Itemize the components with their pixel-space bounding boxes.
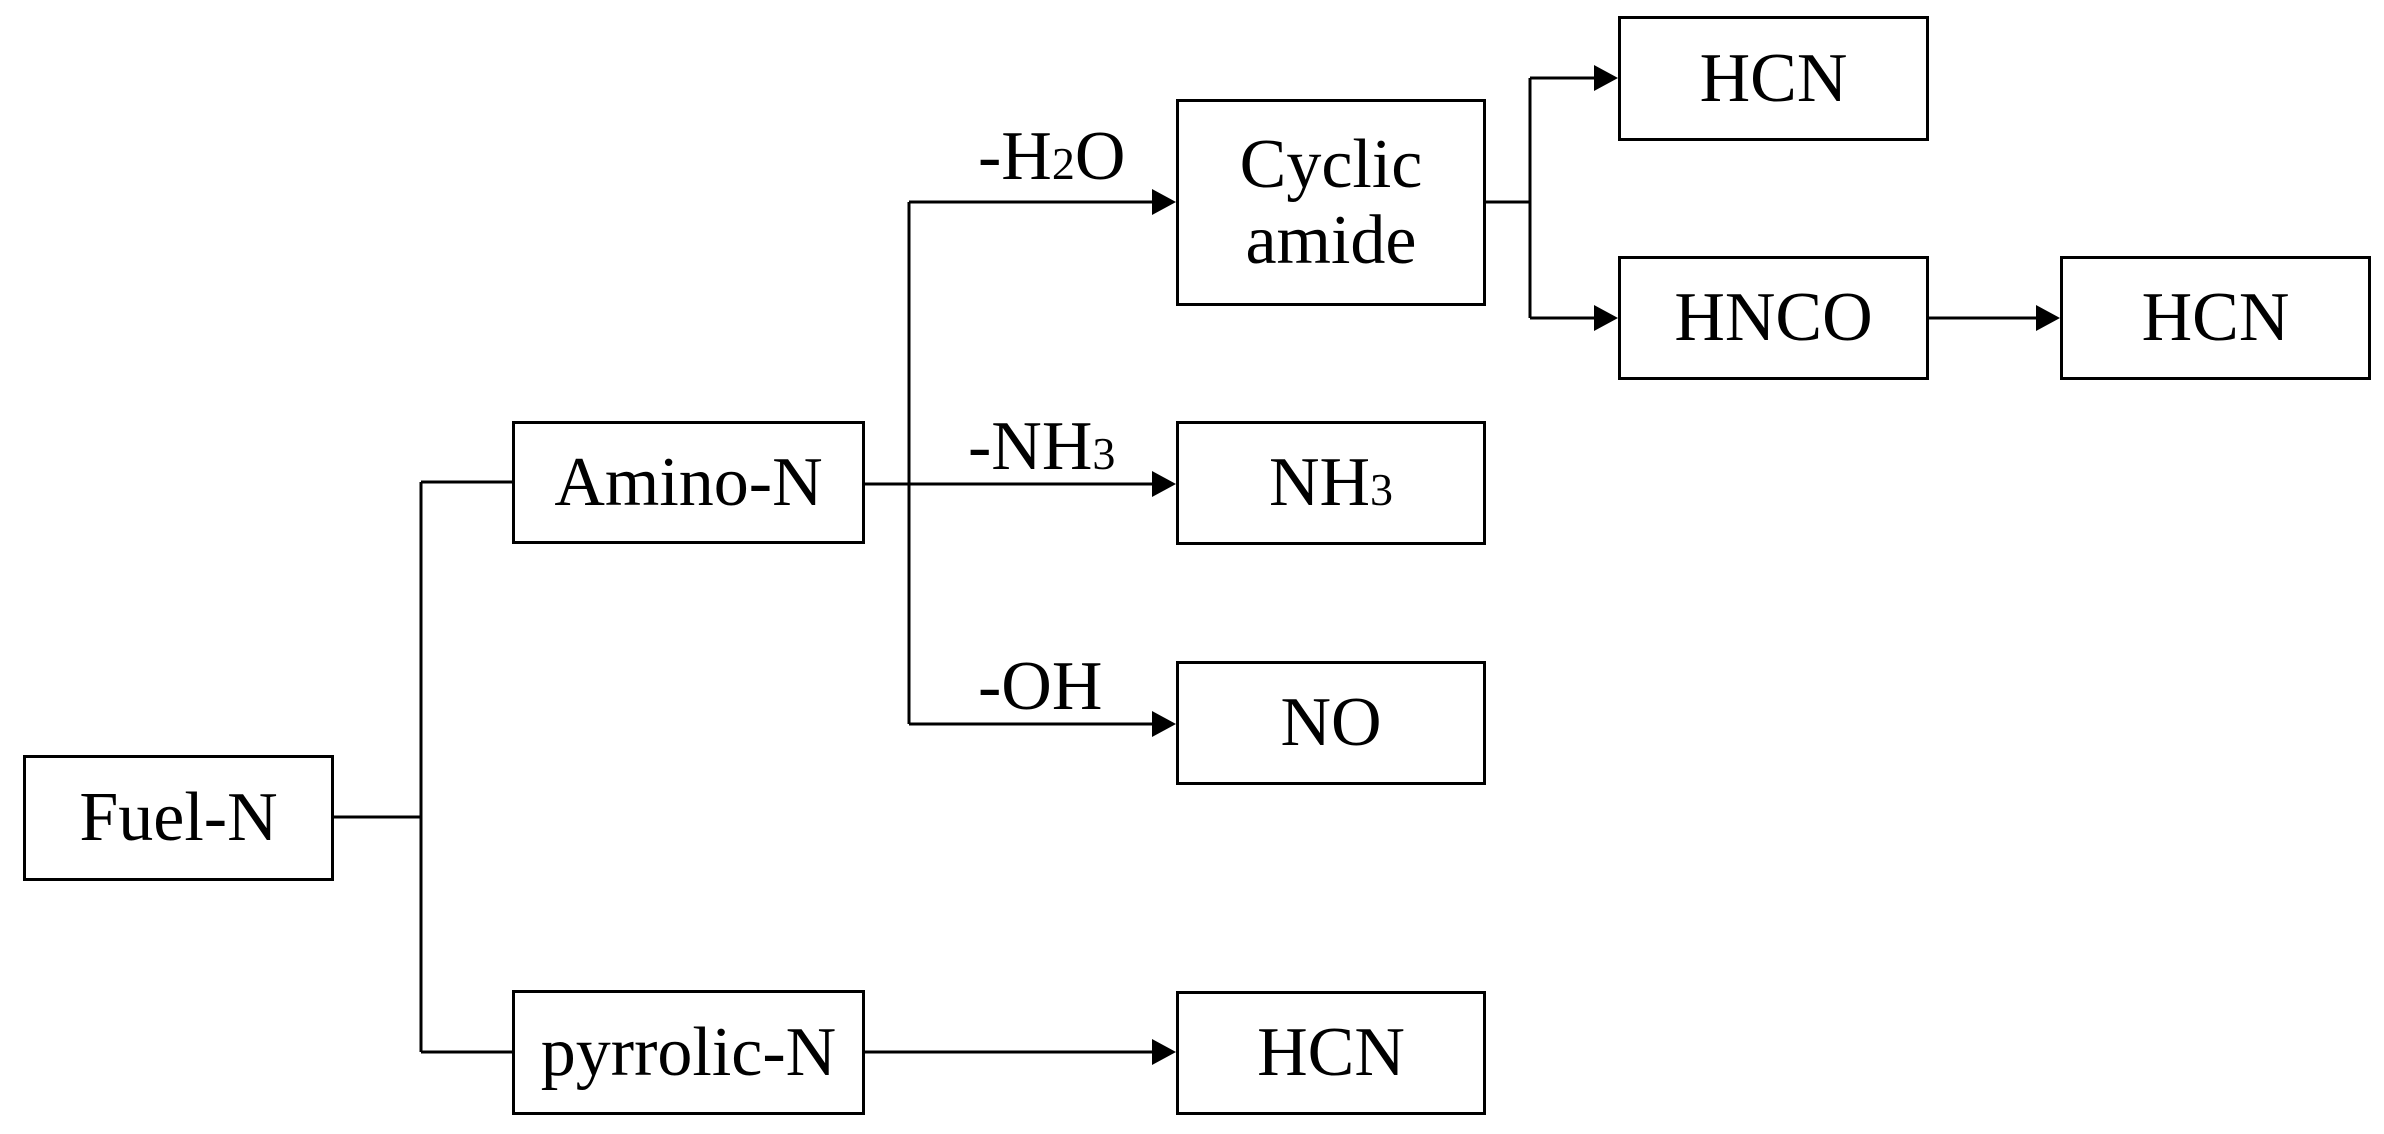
node-cyclic-amide-line1: Cyclic (1239, 125, 1423, 203)
arrowhead-cyclic-amide (1152, 189, 1176, 215)
node-nh3-label: NH3 (1269, 445, 1393, 521)
node-hnco-label: HNCO (1674, 279, 1873, 357)
node-hcn-top-label: HCN (1699, 39, 1848, 117)
edge-label-minus-h2o-post: O (1074, 118, 1126, 195)
node-pyrrolic-n-label: pyrrolic-N (540, 1013, 837, 1091)
arrowhead-no (1152, 711, 1176, 737)
arrowhead-hcn-top (1594, 65, 1618, 91)
edge-label-minus-oh-text: -OH (978, 648, 1103, 725)
node-hcn-top: HCN (1618, 16, 1929, 141)
edge-label-minus-oh: -OH (978, 652, 1102, 722)
node-hcn-bottom-label: HCN (1257, 1014, 1405, 1092)
node-cyclic-amide: Cyclic amide (1176, 99, 1486, 306)
edge-label-minus-nh3: -NH3 (968, 412, 1115, 482)
node-hnco: HNCO (1618, 256, 1929, 380)
edge-label-minus-h2o: -H2O (978, 122, 1125, 192)
node-fuel-n: Fuel-N (23, 755, 334, 881)
node-fuel-n-label: Fuel-N (79, 779, 278, 857)
node-no: NO (1176, 661, 1486, 785)
node-nh3-subscript: 3 (1370, 464, 1394, 516)
node-amino-n: Amino-N (512, 421, 865, 544)
edge-label-minus-nh3-pre: -NH (968, 408, 1093, 485)
arrowhead-hcn-bottom (1152, 1039, 1176, 1065)
node-hcn-bottom: HCN (1176, 991, 1486, 1115)
node-nh3: NH3 (1176, 421, 1486, 545)
edge-label-minus-h2o-pre: -H (978, 118, 1052, 195)
edge-label-minus-nh3-subscript: 3 (1092, 428, 1116, 479)
node-pyrrolic-n: pyrrolic-N (512, 990, 865, 1115)
node-no-label: NO (1280, 684, 1382, 762)
node-hcn-right: HCN (2060, 256, 2371, 380)
node-hcn-right-label: HCN (2141, 279, 2290, 357)
node-nh3-base: NH (1268, 444, 1371, 522)
edge-label-minus-h2o-subscript: 2 (1051, 138, 1075, 189)
arrowhead-hcn-right (2036, 305, 2060, 331)
arrowhead-nh3 (1152, 471, 1176, 497)
node-cyclic-amide-line2: amide (1245, 201, 1417, 279)
node-amino-n-label: Amino-N (554, 443, 823, 521)
arrowhead-hnco (1594, 305, 1618, 331)
